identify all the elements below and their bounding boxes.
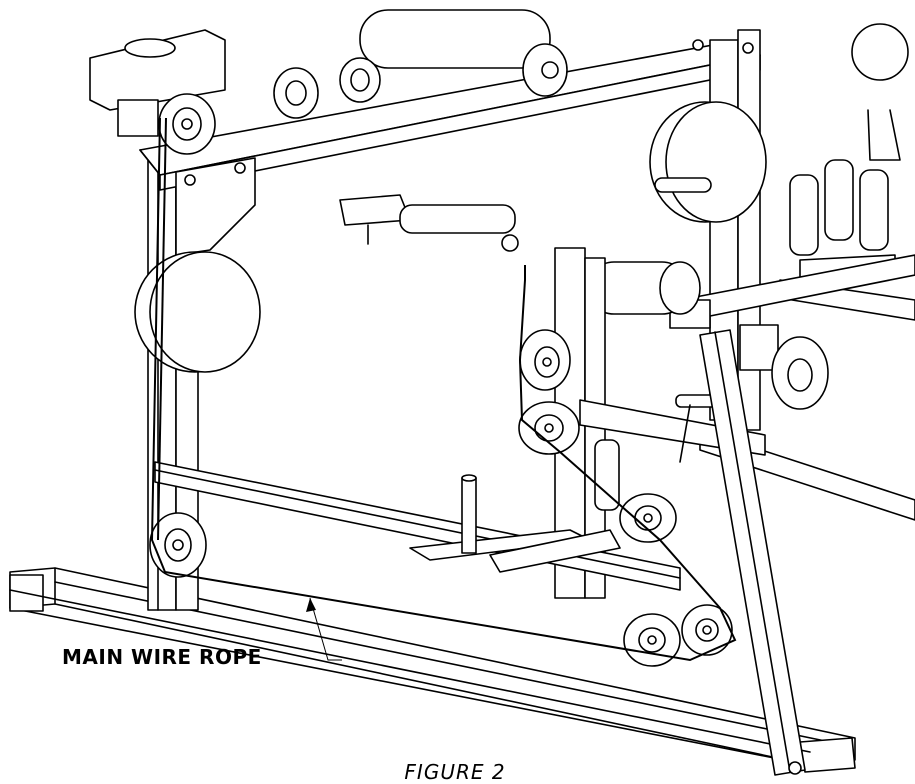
- top-roller-pad: [359, 9, 568, 97]
- main-wire-rope: [150, 117, 737, 662]
- figure-caption: FIGURE 2: [404, 760, 506, 784]
- weight-plate-rear-left: [134, 251, 261, 373]
- pulley-top-mid2: [339, 57, 381, 103]
- pulley-top-left: [158, 93, 216, 155]
- lower-crossbar: [154, 461, 681, 591]
- adjustment-handle: [594, 394, 722, 511]
- leg-roller-pad: [587, 261, 701, 315]
- pulley-right-side: [771, 336, 829, 410]
- corner-gusset: [175, 157, 256, 256]
- handle-bars: [789, 23, 909, 281]
- pulley-bottom-right2: [681, 604, 733, 656]
- callout-arrowhead: [306, 598, 316, 612]
- selector-rod: [339, 194, 519, 252]
- pulley-mid-upper: [519, 329, 571, 391]
- pulley-bottom-left: [149, 512, 207, 578]
- upper-tray: [89, 29, 226, 137]
- pulley-top-mid: [273, 67, 319, 119]
- pulley-bottom-right1: [623, 613, 681, 667]
- callout-leader: [309, 597, 342, 661]
- pulley-mid: [518, 401, 580, 455]
- pulleys: [149, 57, 829, 667]
- main-wire-rope-label: MAIN WIRE ROPE: [62, 645, 262, 669]
- weight-plate-right: [649, 101, 767, 223]
- tilted-arm: [699, 329, 806, 776]
- base-rail: [9, 567, 856, 773]
- pulley-right-mid: [619, 493, 677, 543]
